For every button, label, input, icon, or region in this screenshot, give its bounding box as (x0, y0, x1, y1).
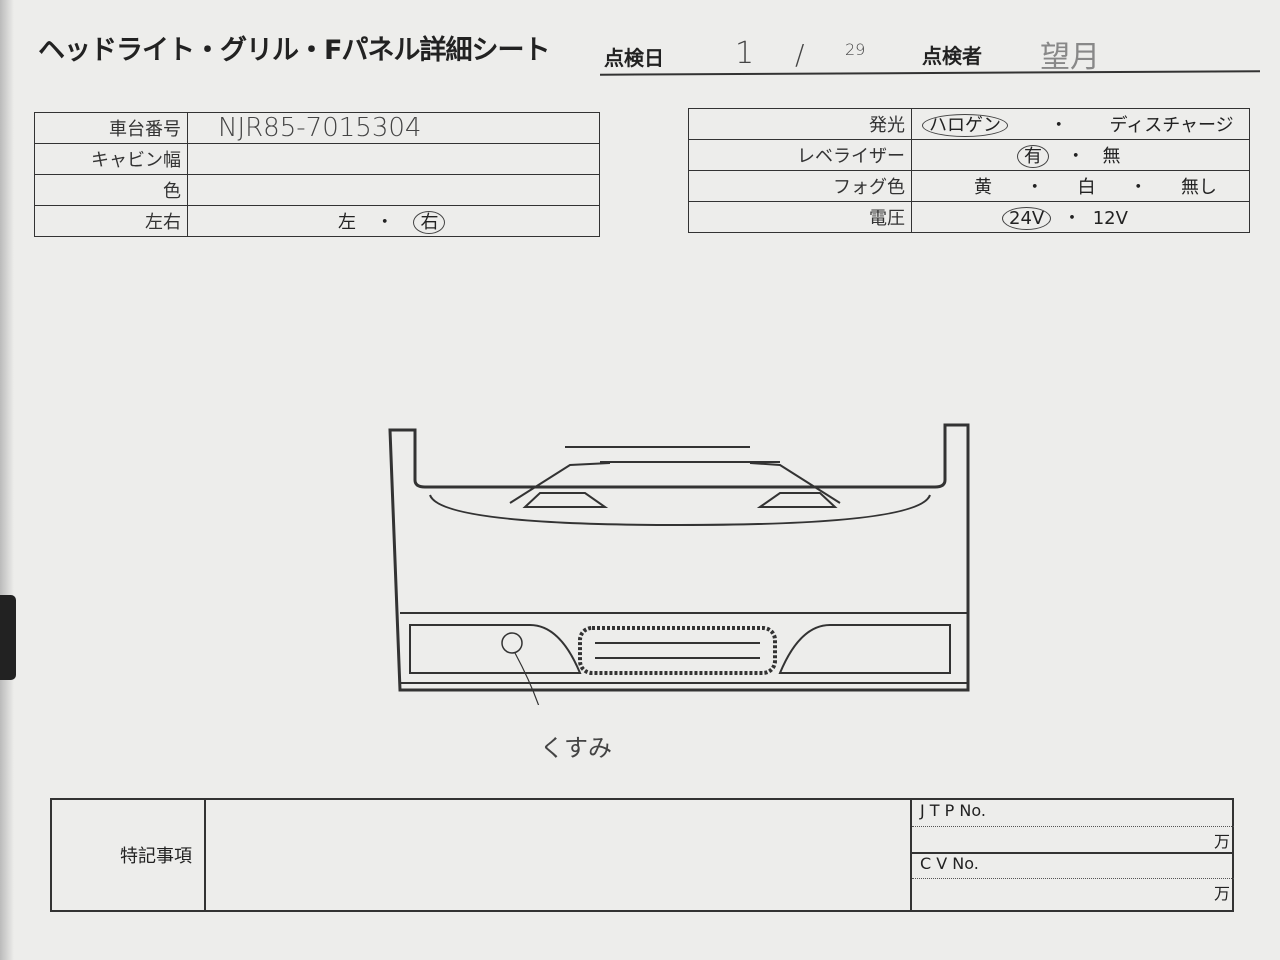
separator: ・ (1062, 208, 1081, 229)
cab-width-label: キャビン幅 (34, 143, 188, 175)
paper-edge (0, 0, 14, 960)
inspector-value[interactable]: 望月 (1040, 40, 1100, 75)
option-right-selected[interactable]: 右 (413, 211, 446, 234)
option-12v[interactable]: 12V (1092, 208, 1128, 229)
notes-box: 特記事項 J T P No. 万 C V No. 万 (50, 798, 1234, 912)
date-label: 点検日 (604, 46, 664, 70)
separator: ・ (1025, 177, 1044, 198)
color-label: 色 (34, 174, 188, 206)
truck-front-diagram (388, 423, 970, 705)
date-day[interactable]: 29 (845, 40, 866, 59)
option-halogen-selected[interactable]: ハロゲン (922, 114, 1008, 137)
cab-width-value[interactable] (187, 143, 600, 175)
cv-unit: 万 (1213, 884, 1230, 903)
option-none[interactable]: 無し (1180, 177, 1217, 198)
option-left[interactable]: 左 (338, 212, 356, 233)
color-value[interactable] (187, 174, 600, 206)
jtp-label: J T P No. (920, 801, 986, 820)
light-spec-table: 発光 ハロゲン ・ ディスチャージ レベライザー 有 ・ 無 フォグ色 黄 ・ … (688, 108, 1250, 233)
inspector-label: 点検者 (922, 44, 982, 68)
separator: ・ (1129, 177, 1148, 198)
option-24v-selected[interactable]: 24V (1002, 207, 1052, 230)
handwritten-annotation: くすみ (540, 734, 612, 762)
voltage-label: 電圧 (688, 201, 912, 233)
header-underline (599, 70, 1261, 76)
separator: ・ (375, 212, 394, 233)
date-month[interactable]: 1 (735, 36, 755, 71)
leveler-label: レベライザー (688, 139, 912, 171)
option-yes-selected[interactable]: 有 (1017, 145, 1049, 168)
chassis-label: 車台番号 (34, 112, 188, 144)
chassis-value[interactable]: NJR85-7015304 (187, 112, 600, 144)
separator: ・ (1049, 115, 1068, 136)
option-white[interactable]: 白 (1077, 177, 1096, 198)
option-yellow[interactable]: 黄 (974, 177, 992, 198)
side-label: 左右 (34, 205, 188, 237)
cv-label: C V No. (920, 854, 979, 873)
option-no[interactable]: 無 (1102, 146, 1121, 167)
sheet-title: ヘッドライト・グリル・Fパネル詳細シート (38, 35, 550, 66)
notes-field[interactable] (208, 800, 908, 910)
emission-label: 発光 (688, 108, 912, 140)
binder-clip (0, 595, 16, 680)
option-discharge[interactable]: ディスチャージ (1109, 115, 1234, 136)
jtp-unit: 万 (1213, 832, 1230, 851)
fog-color-label: フォグ色 (688, 170, 912, 202)
separator: ・ (1066, 146, 1085, 167)
notes-label: 特記事項 (120, 846, 192, 867)
date-sep: / (795, 38, 805, 71)
